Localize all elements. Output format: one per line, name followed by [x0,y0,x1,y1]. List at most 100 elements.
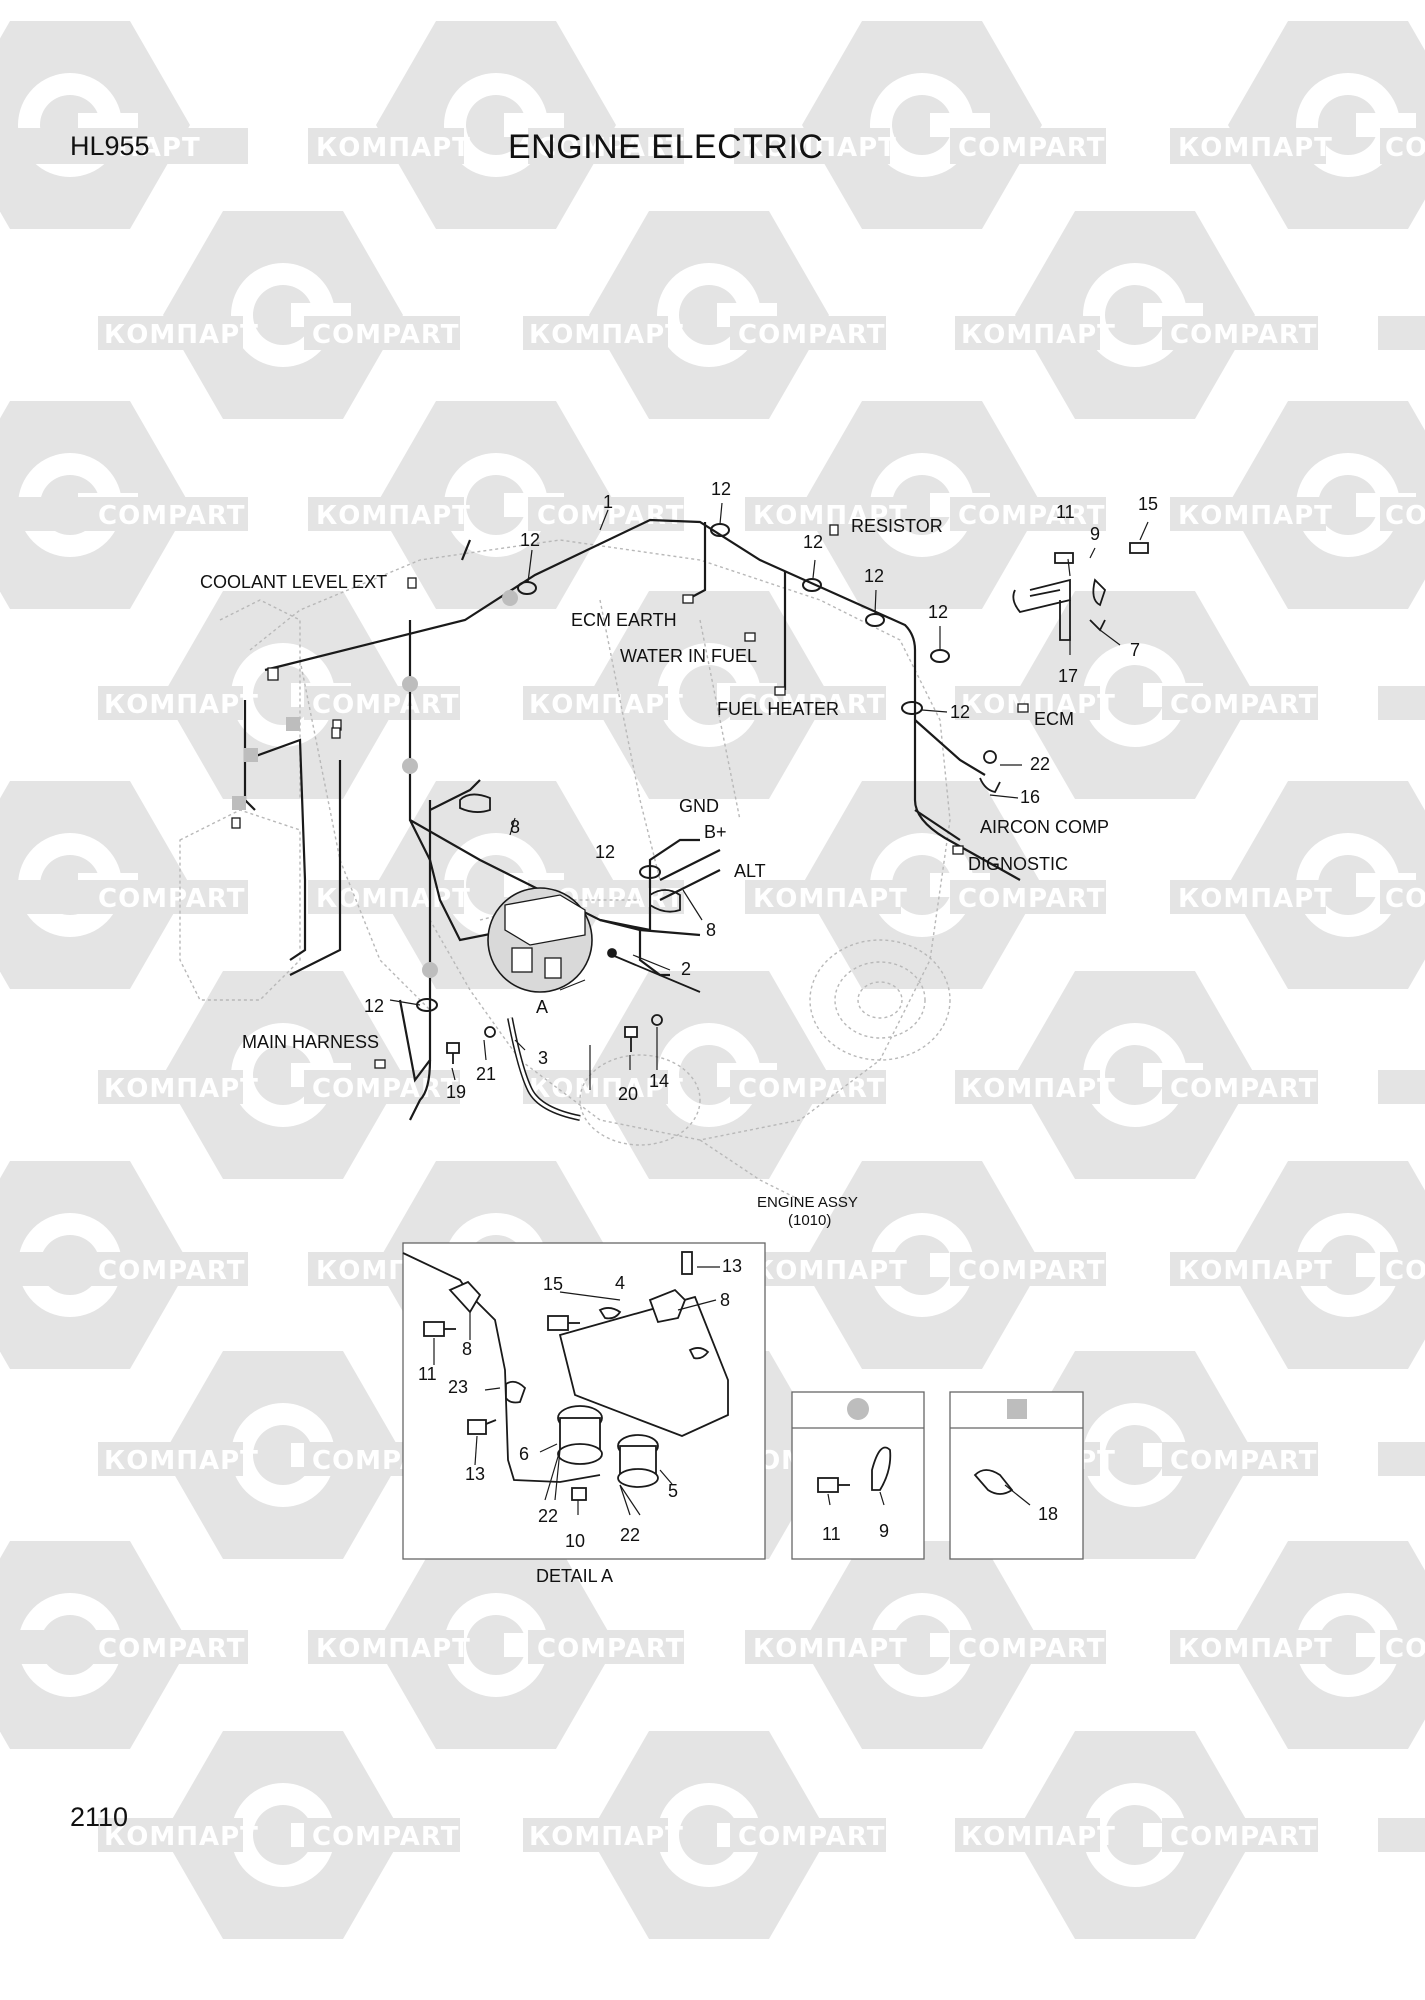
detail-a-panel: 4 13 8 8 15 11 23 13 6 5 22 10 22 DETAIL… [402,1242,766,1586]
watermark-text: КОМПАРТ [104,1446,259,1476]
watermark-text: КОМПАРТ [1178,133,1333,163]
watermark-text: КОМПАРТ [316,501,471,531]
watermark-text: COMPART [738,690,885,720]
watermark-text: КОМПАРТ [104,1822,259,1852]
callout-8: 8 [510,817,520,837]
main-harness-wiring [243,518,1021,1121]
callout-16: 16 [1020,787,1040,807]
callout-12: 12 [711,479,731,499]
callout-19: 19 [446,1082,466,1102]
watermark-text: КОМПАРТ [529,1822,684,1852]
callout-15: 15 [1138,494,1158,514]
label-engine-assy: ENGINE ASSY [757,1194,858,1211]
callout-12: 12 [364,996,384,1016]
watermark-text: КОМПАРТ [1178,1634,1333,1664]
label-aircon-comp: AIRCON COMP [980,817,1109,837]
watermark-text: КОМПАРТ [104,690,259,720]
watermark-text: КОМПАРТ [529,1074,684,1104]
callout-12: 12 [864,566,884,586]
label-dignostic: DIGNOSTIC [968,854,1068,874]
watermark-text: COMPART [738,1822,885,1852]
watermark-text: КОМПАРТ [104,320,259,350]
label-ecm-earth: ECM EARTH [571,610,677,630]
detail-callout-15: 15 [543,1274,563,1294]
callout-7: 7 [1130,640,1140,660]
watermark-text: COMPART [958,884,1105,914]
watermark-text: COMPART [1170,690,1317,720]
callout-22: 22 [1030,754,1050,774]
watermark-text: COMPART [312,320,459,350]
callout-12: 12 [520,530,540,550]
watermark-text: КОМПАРТ [316,133,471,163]
watermark-text: COM [1385,884,1425,914]
watermark-text: COMPART [1170,1446,1317,1476]
watermark-text: COMPART [537,1634,684,1664]
detail-callout-13: 13 [465,1464,485,1484]
label-main-harness: MAIN HARNESS [242,1032,379,1052]
detail-callout-4: 4 [615,1273,625,1293]
callout-21: 21 [476,1064,496,1084]
ref-callout-18: 18 [1038,1504,1058,1524]
label-gnd: GND [679,796,719,816]
label-detail-ref-a: A [536,997,548,1017]
callout-9: 9 [1090,524,1100,544]
watermark-text: COMPART [738,1074,885,1104]
label-coolant-level-ext: COOLANT LEVEL EXT [200,572,387,592]
watermark-text: КОМПАРТ [961,1074,1116,1104]
watermark-text: COMPART [312,1074,459,1104]
detail-callout-23: 23 [448,1377,468,1397]
watermark-text: COMPART [738,320,885,350]
detail-callout-13: 13 [722,1256,742,1276]
watermark-text: COMPART [98,884,245,914]
watermark-text: КОМПАРТ [1178,1256,1333,1286]
label-alt: ALT [734,861,766,881]
callout-1: 1 [603,492,613,512]
callout-14: 14 [649,1071,669,1091]
detail-callout-22: 22 [538,1506,558,1526]
grey-markers [232,590,518,978]
detail-callout-6: 6 [519,1444,529,1464]
ref-box-circle: 11 9 [791,1391,925,1560]
detail-callout-11: 11 [418,1364,437,1384]
label-detail-a: DETAIL A [536,1566,613,1586]
watermark-text: COMPART [312,1822,459,1852]
watermark-text: КОМПАРТ [529,690,684,720]
watermark-text: COM [1385,1634,1425,1664]
watermark-text: COMPART [537,133,684,163]
watermark-text: КОМПАРТ [1178,884,1333,914]
label-ecm: ECM [1034,709,1074,729]
detail-callout-8: 8 [720,1290,730,1310]
leader-lines [389,502,1149,1090]
page-number: 2110 [70,1802,129,1832]
connectors [231,524,1029,1069]
detail-a-bubble [487,887,593,993]
watermark-text: КОМПАРТ [316,1634,471,1664]
detail-callout-8: 8 [462,1339,472,1359]
watermark-text: COMPART [98,1256,245,1286]
watermark-text: КОМПАРТ [961,1822,1116,1852]
model-code: HL955 [70,131,150,161]
ref-callout-11: 11 [822,1524,841,1544]
watermark-text: КОМПАРТ [753,1634,908,1664]
watermark-text: КОМПАРТ [961,690,1116,720]
label-b-plus: B+ [704,822,727,842]
watermark-text: COM [1385,133,1425,163]
watermark-text: COMPART [537,501,684,531]
watermark-text: COMPART [958,133,1105,163]
main-view-parts [446,542,1149,1121]
watermark-text: КОМПАРТ [961,320,1116,350]
callout-3: 3 [538,1048,548,1068]
watermark-text: COMPART [958,1634,1105,1664]
callout-12: 12 [928,602,948,622]
watermark-text: КОМПАРТ [753,1256,908,1286]
ref-box-square: 18 [949,1391,1084,1560]
watermark-text: COMPART [312,690,459,720]
label-fuel-heater: FUEL HEATER [717,699,839,719]
detail-callout-5: 5 [668,1481,678,1501]
watermark-text: COMPART [958,1256,1105,1286]
ref-callout-9: 9 [879,1521,889,1541]
watermark-text: COMPART [958,501,1105,531]
callout-17: 17 [1058,666,1078,686]
label-engine-assy-ref: (1010) [788,1212,831,1229]
